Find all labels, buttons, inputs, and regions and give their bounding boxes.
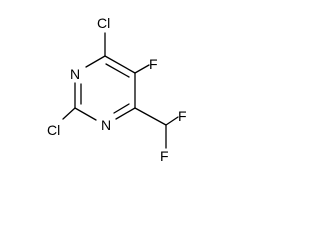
atom-f-upper: F [178,108,187,124]
atom-n-upper: N [70,66,80,82]
bond-c6-n1-inner [113,103,130,114]
bond-c6-n1 [115,107,136,120]
bond-c6-chf2 [134,107,167,126]
bond-c4-c5-inner [105,63,130,78]
atom-cl-top: Cl [97,15,110,31]
chemical-structure-diagram: Cl N F Cl N F F [47,15,187,164]
atom-n-lower: N [101,117,111,133]
atom-f-lower: F [160,148,169,164]
bond-n1-c2 [74,107,97,121]
bond-c4-c5 [104,55,136,74]
bond-n3-c4 [85,55,106,68]
bond-chf2-f-upper [165,116,179,126]
bond-c2-cl [62,107,76,120]
atom-cl-left: Cl [47,122,60,138]
atom-f-ring: F [149,56,158,72]
bond-c5-f [134,64,150,74]
